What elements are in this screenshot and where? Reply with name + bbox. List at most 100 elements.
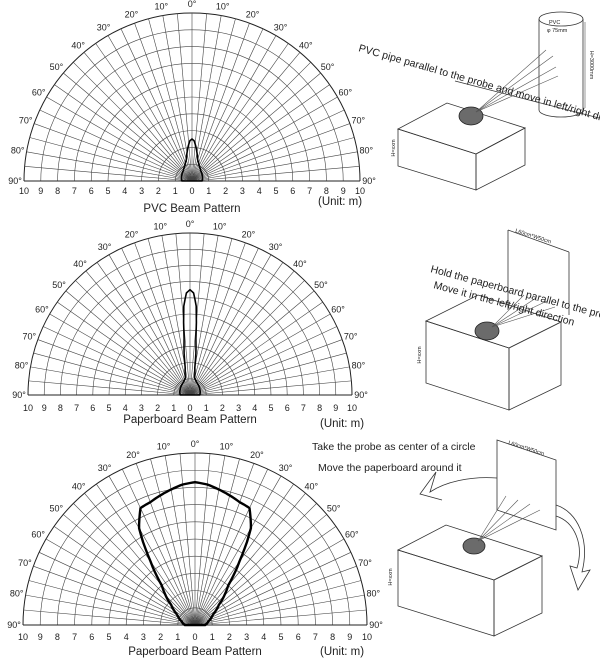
angle-label: 30° bbox=[269, 242, 283, 252]
range-tick-label: 7 bbox=[74, 403, 79, 413]
angle-spoke bbox=[84, 493, 196, 626]
chart-caption: Paperboard Beam Pattern bbox=[123, 414, 257, 426]
angle-label: 0° bbox=[191, 439, 200, 449]
angle-spoke bbox=[43, 326, 191, 396]
pvc-diameter-label: φ 75mm bbox=[547, 28, 568, 34]
angle-spoke bbox=[189, 254, 272, 396]
angle-spoke bbox=[30, 366, 191, 396]
angle-spoke bbox=[191, 13, 207, 182]
paperboard-parallel-beam-chart: 0°10°10°20°20°30°30°40°40°50°50°60°60°70… bbox=[12, 219, 368, 430]
angle-labels: 0°10°10°20°20°30°30°40°40°50°50°60°60°70… bbox=[8, 0, 376, 186]
angle-spoke bbox=[194, 483, 294, 626]
range-tick-label: 10 bbox=[23, 403, 33, 413]
angle-spoke bbox=[96, 483, 196, 626]
range-tick-label: 4 bbox=[257, 186, 262, 196]
range-tick-label: 4 bbox=[261, 632, 266, 642]
angle-label: 40° bbox=[73, 259, 87, 269]
angle-spoke bbox=[194, 594, 365, 626]
range-tick-label: 6 bbox=[296, 632, 301, 642]
pvc-pipe-top bbox=[538, 11, 584, 27]
board-size-label: L60cm*W50cm bbox=[514, 228, 552, 245]
angle-spoke bbox=[189, 270, 295, 396]
paperboard-top-edge bbox=[507, 229, 570, 253]
angle-spoke bbox=[121, 248, 191, 396]
range-tick-label: 10 bbox=[347, 403, 357, 413]
angle-spoke bbox=[120, 28, 193, 182]
range-tick-label: 3 bbox=[244, 632, 249, 642]
range-tick-label: 8 bbox=[55, 186, 60, 196]
angle-label: 10° bbox=[157, 442, 171, 452]
angle-spoke bbox=[191, 72, 321, 182]
range-tick-label: 9 bbox=[38, 186, 43, 196]
range-tick-label: 8 bbox=[330, 632, 335, 642]
mount-box-front bbox=[397, 128, 477, 191]
range-tick-label: 8 bbox=[317, 403, 322, 413]
curved-arrow-left-icon bbox=[419, 471, 498, 501]
range-tick-label: 1 bbox=[204, 403, 209, 413]
angle-spoke bbox=[135, 463, 196, 626]
angle-spoke bbox=[191, 151, 358, 182]
unit-label: (Unit: m) bbox=[320, 418, 364, 430]
angle-spoke bbox=[134, 23, 193, 182]
paperboard-circular-beam-chart: 0°10°10°20°20°30°30°40°40°50°50°60°60°70… bbox=[7, 439, 383, 658]
sound-wave-lines bbox=[477, 495, 541, 542]
range-tick-label: 3 bbox=[236, 403, 241, 413]
angle-spoke bbox=[24, 166, 193, 182]
angle-label: 80° bbox=[15, 360, 29, 370]
angle-spoke bbox=[179, 453, 196, 626]
range-tick-label: 9 bbox=[38, 632, 43, 642]
paperboard bbox=[496, 439, 557, 531]
range-tick-label: 5 bbox=[105, 186, 110, 196]
angle-spoke bbox=[194, 493, 306, 626]
range-tick-label: 10 bbox=[18, 632, 28, 642]
angle-label: 20° bbox=[246, 10, 260, 20]
range-tick-label: 4 bbox=[124, 632, 129, 642]
angle-label: 20° bbox=[125, 229, 139, 239]
angle-spoke bbox=[148, 18, 193, 182]
angle-label: 90° bbox=[354, 390, 368, 400]
angle-label: 10° bbox=[216, 2, 230, 12]
angle-spoke bbox=[65, 290, 191, 396]
angle-label: 70° bbox=[344, 332, 358, 342]
angle-spoke bbox=[189, 301, 323, 396]
angle-spoke bbox=[194, 580, 362, 626]
angle-spoke bbox=[191, 52, 301, 182]
range-tick-label: 9 bbox=[347, 632, 352, 642]
mount-box-front bbox=[397, 549, 495, 637]
angle-spoke bbox=[39, 109, 193, 182]
angle-label: 30° bbox=[279, 463, 293, 473]
angle-spoke bbox=[191, 18, 236, 182]
angle-labels: 0°10°10°20°20°30°30°40°40°50°50°60°60°70… bbox=[7, 439, 383, 630]
angle-label: 30° bbox=[274, 23, 288, 33]
range-tick-label: 0 bbox=[189, 186, 194, 196]
angle-label: 60° bbox=[345, 530, 359, 540]
angle-spoke bbox=[194, 565, 357, 626]
angle-label: 60° bbox=[331, 305, 345, 315]
mount-box-side bbox=[508, 321, 562, 411]
range-tick-label: 1 bbox=[171, 403, 176, 413]
range-tick-label: 1 bbox=[175, 632, 180, 642]
angle-label: 40° bbox=[299, 40, 313, 50]
angle-spoke bbox=[26, 151, 193, 182]
angle-spoke bbox=[194, 468, 268, 626]
range-tick-label: 8 bbox=[55, 632, 60, 642]
angle-spoke bbox=[25, 594, 196, 626]
range-tick-label: 1 bbox=[210, 632, 215, 642]
angle-spoke bbox=[194, 503, 317, 626]
angle-label: 90° bbox=[7, 620, 21, 630]
chart-caption: PVC Beam Pattern bbox=[143, 203, 240, 215]
angle-label: 30° bbox=[98, 242, 112, 252]
angle-label: 60° bbox=[32, 88, 46, 98]
angle-label: 40° bbox=[305, 481, 319, 491]
angle-label: 10° bbox=[220, 442, 234, 452]
range-tick-label: 8 bbox=[58, 403, 63, 413]
angle-spoke bbox=[54, 84, 193, 182]
range-tick-label: 3 bbox=[240, 186, 245, 196]
range-tick-label: 7 bbox=[72, 186, 77, 196]
angle-spoke bbox=[96, 262, 191, 396]
angle-spoke bbox=[191, 123, 350, 182]
angle-spoke bbox=[23, 609, 196, 626]
range-tick-label: 7 bbox=[301, 403, 306, 413]
angle-label: 60° bbox=[35, 305, 49, 315]
